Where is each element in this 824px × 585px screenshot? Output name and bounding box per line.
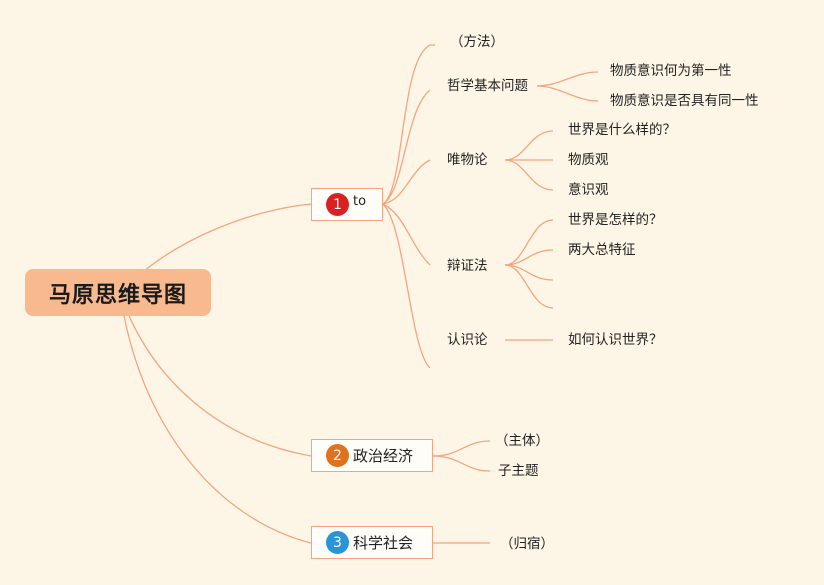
branch-3-topic[interactable]: 3 科学社会 [311, 526, 433, 559]
branch-3-label: 科学社会 [353, 534, 414, 552]
leaf-two-general-features[interactable]: 两大总特征 [568, 242, 636, 258]
root-topic[interactable]: 马原思维导图 [25, 269, 211, 316]
branch-1-topic[interactable]: 1 to [311, 188, 383, 221]
leaf-matter-consciousness-primacy[interactable]: 物质意识何为第一性 [610, 63, 732, 79]
subtopic-materialism[interactable]: 唯物论 [447, 152, 488, 168]
leaf-view-of-matter[interactable]: 物质观 [568, 152, 609, 168]
badge-1: 1 [326, 193, 349, 216]
subtopic-destination[interactable]: （归宿） [500, 536, 554, 552]
subtopic-sub-theme[interactable]: 子主题 [498, 463, 539, 479]
badge-3: 3 [326, 531, 349, 554]
subtopic-method[interactable]: （方法） [450, 34, 504, 50]
leaf-matter-consciousness-identity[interactable]: 物质意识是否具有同一性 [610, 93, 759, 109]
branch-2-label: 政治经济 [353, 447, 414, 465]
root-topic-label: 马原思维导图 [48, 282, 187, 308]
subtopic-subject[interactable]: （主体） [495, 433, 549, 449]
branch-1-label: to [353, 194, 367, 209]
leaf-how-is-world[interactable]: 世界是怎样的？ [568, 212, 663, 228]
subtopic-dialectics[interactable]: 辩证法 [447, 258, 488, 274]
subtopic-basic-question[interactable]: 哲学基本问题 [447, 78, 528, 94]
badge-2: 2 [326, 444, 349, 467]
leaf-view-of-consciousness[interactable]: 意识观 [568, 182, 609, 198]
leaf-what-is-world[interactable]: 世界是什么样的？ [568, 122, 676, 138]
branch-2-topic[interactable]: 2 政治经济 [311, 439, 433, 472]
subtopic-epistemology[interactable]: 认识论 [447, 332, 488, 348]
leaf-how-to-know-world[interactable]: 如何认识世界？ [568, 332, 663, 348]
